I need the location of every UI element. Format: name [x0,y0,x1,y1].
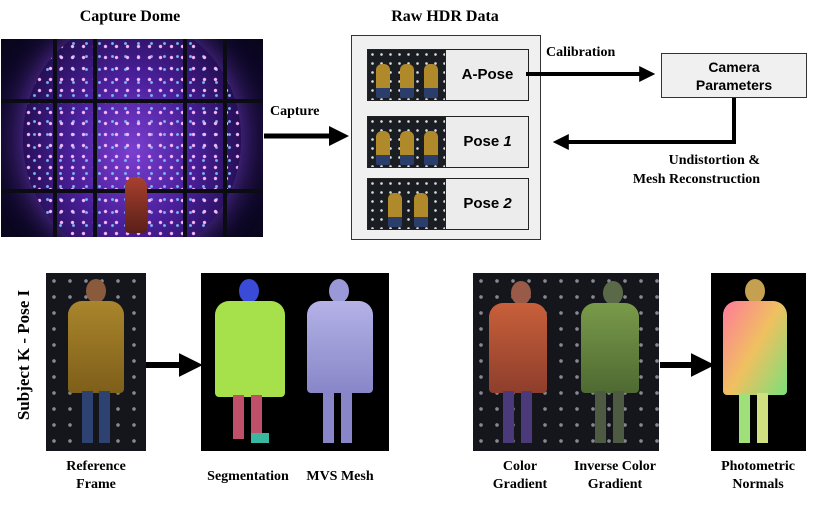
seg-jacket [215,301,285,397]
capture-edge-label: Capture [270,104,320,119]
mesh-body [307,301,373,393]
color-gradient-panel [473,273,659,451]
undistortion-edge-label-1: Undistortion & [668,153,760,168]
segmentation-mvs-panel [201,273,389,451]
a-pose-thumbnail [368,50,445,100]
pose-2-label: Pose 2 [445,179,529,229]
pose-row-pose-1: Pose 1 [367,116,529,168]
photometric-normals-caption: Photometric Normals [721,459,795,492]
raw-hdr-data-title: Raw HDR Data [391,8,499,25]
segmentation-caption: Segmentation [207,469,289,484]
pose-row-a-pose: A-Pose [367,49,529,101]
undistortion-arrow [552,98,736,150]
subject-label: Subject K - Pose I [14,289,33,421]
mesh-head [329,279,349,303]
pose-1-label: Pose 1 [445,117,529,167]
camera-parameters-box: Camera Parameters [661,53,807,98]
seg-head [239,279,259,303]
capture-subject [125,177,147,233]
raw-hdr-panel: A-Pose Pose 1 Pose 2 [351,35,541,240]
pose-1-thumbnail [368,117,445,167]
pose-row-pose-2: Pose 2 [367,178,529,230]
undistortion-edge-label-2: Mesh Reconstruction [632,172,760,187]
color-gradient-caption: Color Gradient [492,459,548,492]
a-pose-label: A-Pose [445,50,529,100]
inverse-color-gradient-caption: Inverse Color Gradient [573,459,657,492]
calibration-edge-label: Calibration [546,45,616,60]
reference-frame-caption: Reference Frame [66,459,126,492]
capture-dome-photo [1,39,263,237]
reference-frame-photo [46,273,146,451]
pose-2-thumbnail [368,179,445,229]
photometric-normals-panel [711,273,806,451]
capture-dome-title: Capture Dome [79,8,181,25]
mvs-mesh-caption: MVS Mesh [306,469,374,484]
